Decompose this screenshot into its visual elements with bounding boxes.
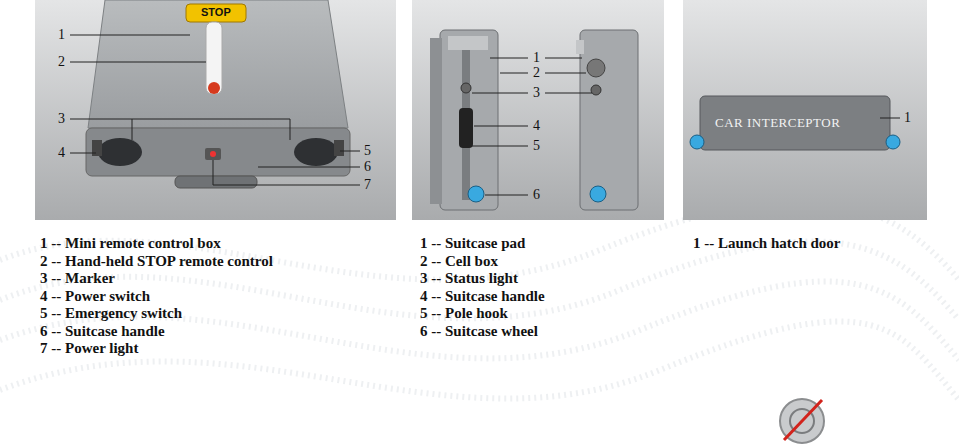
part-key: 1 -- Launch hatch door [693, 236, 841, 251]
part-key: 4 -- Power switch [40, 289, 150, 304]
callout-number: 4 [533, 119, 540, 133]
device-marking: STOP [201, 7, 231, 18]
part-key: 6 -- Suitcase handle [40, 324, 165, 339]
part-key: 7 -- Power light [40, 341, 138, 356]
callout-number: 2 [533, 66, 540, 80]
part-key: 3 -- Marker [40, 271, 115, 286]
part-key: 6 -- Suitcase wheel [420, 324, 538, 339]
part-key: 3 -- Status light [420, 271, 518, 286]
part-key: 2 -- Cell box [420, 254, 498, 269]
callout-number: 5 [533, 139, 540, 153]
callout-number: 3 [533, 86, 540, 100]
callout-number: 7 [364, 178, 371, 192]
callout-number: 5 [364, 144, 371, 158]
callout-number: 3 [58, 112, 65, 126]
callout-number: 1 [58, 28, 65, 42]
part-key: 1 -- Mini remote control box [40, 236, 221, 251]
callout-number: 1 [904, 111, 911, 125]
callout-number: 2 [58, 55, 65, 69]
part-key: 2 -- Hand-held STOP remote control [40, 254, 273, 269]
callout-number: 6 [533, 188, 540, 202]
callout-number: 1 [533, 51, 540, 65]
part-key: 4 -- Suitcase handle [420, 289, 545, 304]
part-key: 5 -- Emergency switch [40, 306, 182, 321]
part-key: 5 -- Pole hook [420, 306, 508, 321]
callout-number: 4 [58, 146, 65, 160]
callout-number: 6 [364, 160, 371, 174]
device-marking: CAR INTERCEPTOR [715, 116, 840, 129]
part-key: 1 -- Suitcase pad [420, 236, 525, 251]
